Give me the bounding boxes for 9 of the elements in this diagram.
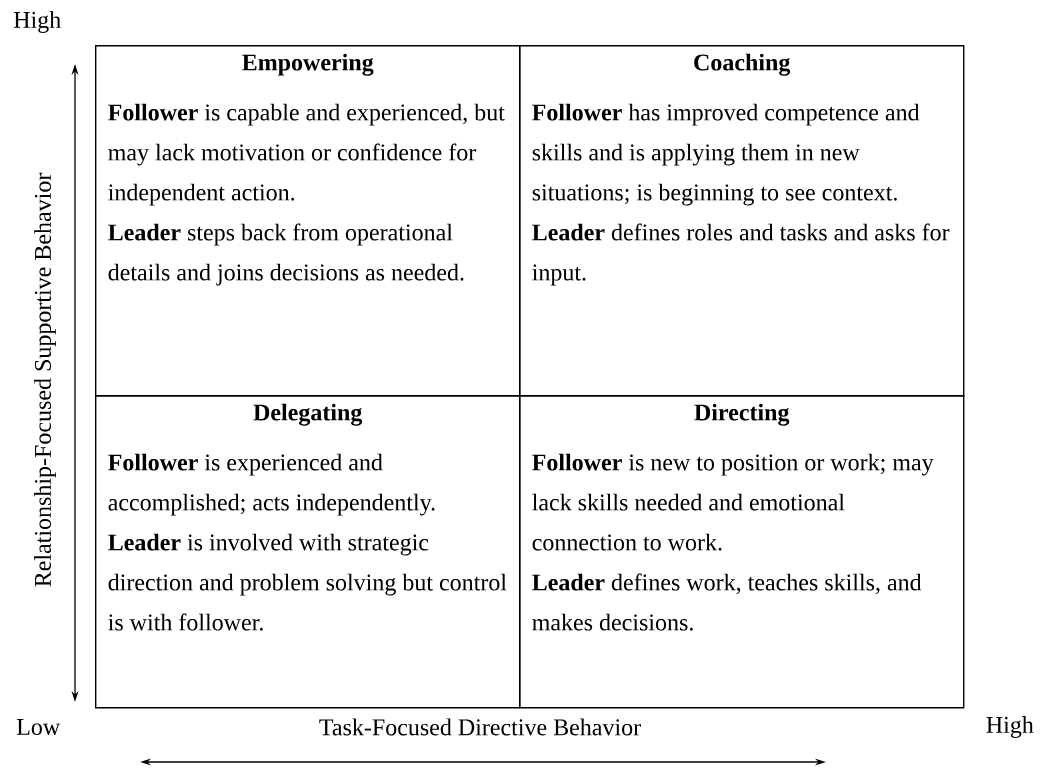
axis-label: High (13, 11, 61, 33)
axis-title: Task-Focused Directive Behavior (319, 718, 641, 736)
axis-label: High (986, 716, 1034, 738)
quadrant-box: Directing Follower is new to position or work; may lack skills needed and emotional connection to work. Leader defines work, teaches skills, and makes decisions. (519, 395, 965, 709)
axis-label: Low (16, 719, 61, 735)
quadrant-box: Empowering Follower is capable and experienced, but may lack motivation or confidence for independent action. Leader steps back from operational details and joins decisions as needed. (95, 45, 521, 397)
quadrant-box: Delegating Follower is experienced and accomplished; acts independently. Leader is involved with strategic direction and problem solving but control is with follower. (95, 395, 521, 709)
axis-title: Relationship-Focused Supportive Behavior (34, 172, 56, 587)
quadrant-box: Coaching Follower has improved competence and skills and is applying them in new situations; is beginning to see context. Leader defines roles and tasks and asks for input. (519, 45, 965, 397)
